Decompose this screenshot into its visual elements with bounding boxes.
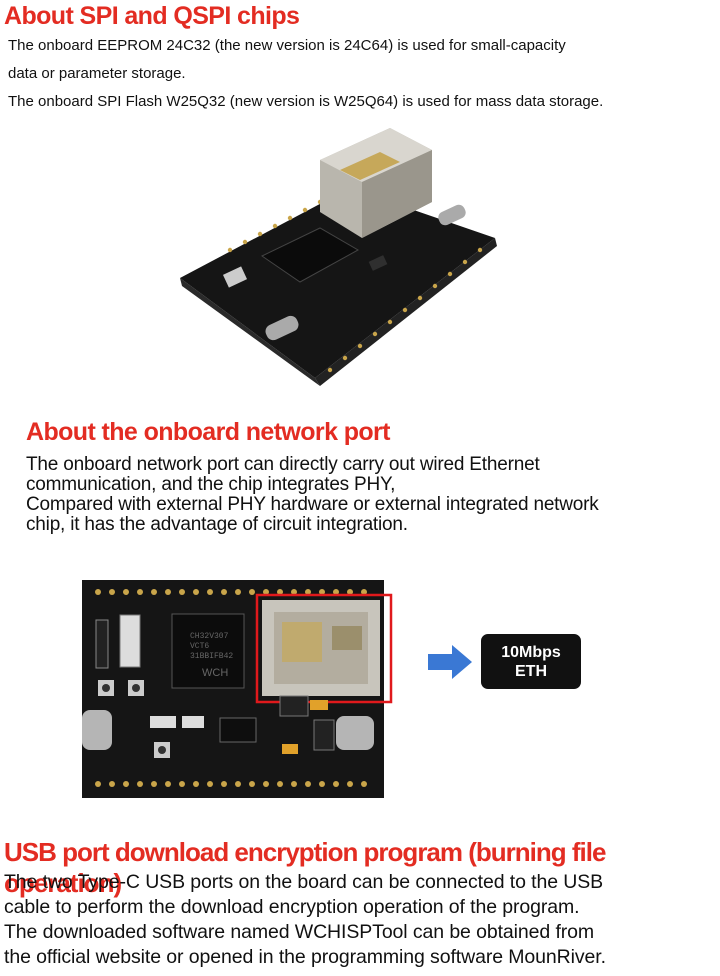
badge-line-1: 10Mbps — [501, 643, 561, 661]
spi-line-1: The onboard EEPROM 24C32 (the new versio… — [8, 37, 566, 54]
board-top-photo: CH32V307 VCT6 31BBIFB42 WCH — [82, 580, 393, 798]
chip-marking-1: CH32V307 — [190, 632, 229, 641]
chip-marking-3: 31BBIFB42 — [190, 652, 233, 661]
spi-line-3: The onboard SPI Flash W25Q32 (new versio… — [8, 93, 604, 110]
usb-heading: USB port download encryption program (bu… — [4, 837, 606, 898]
ethernet-speed-badge: 10Mbps ETH — [481, 634, 581, 689]
network-line-3: Compared with external PHY hardware or e… — [26, 494, 599, 515]
network-line-4: chip, it has the advantage of circuit in… — [26, 514, 408, 535]
badge-line-2: ETH — [515, 662, 547, 680]
usb-line-4: the official website or opened in the pr… — [4, 946, 606, 968]
arrow-right-icon — [428, 645, 472, 679]
chip-marking-2: VCT6 — [190, 642, 209, 651]
usb-line-2: cable to perform the download encryption… — [4, 896, 580, 918]
usb-line-1: The two Type-C USB ports on the board ca… — [4, 871, 604, 893]
board-angled-photo — [180, 128, 497, 386]
spi-line-2: data or parameter storage. — [8, 65, 186, 82]
network-line-2: communication, and the chip integrates P… — [26, 474, 396, 495]
chip-marking-4: WCH — [202, 667, 228, 679]
usb-line-3: The downloaded software named WCHISPTool… — [4, 921, 595, 943]
network-heading: About the onboard network port — [26, 418, 391, 446]
network-line-1: The onboard network port can directly ca… — [26, 454, 540, 475]
spi-heading: About SPI and QSPI chips — [4, 2, 300, 30]
